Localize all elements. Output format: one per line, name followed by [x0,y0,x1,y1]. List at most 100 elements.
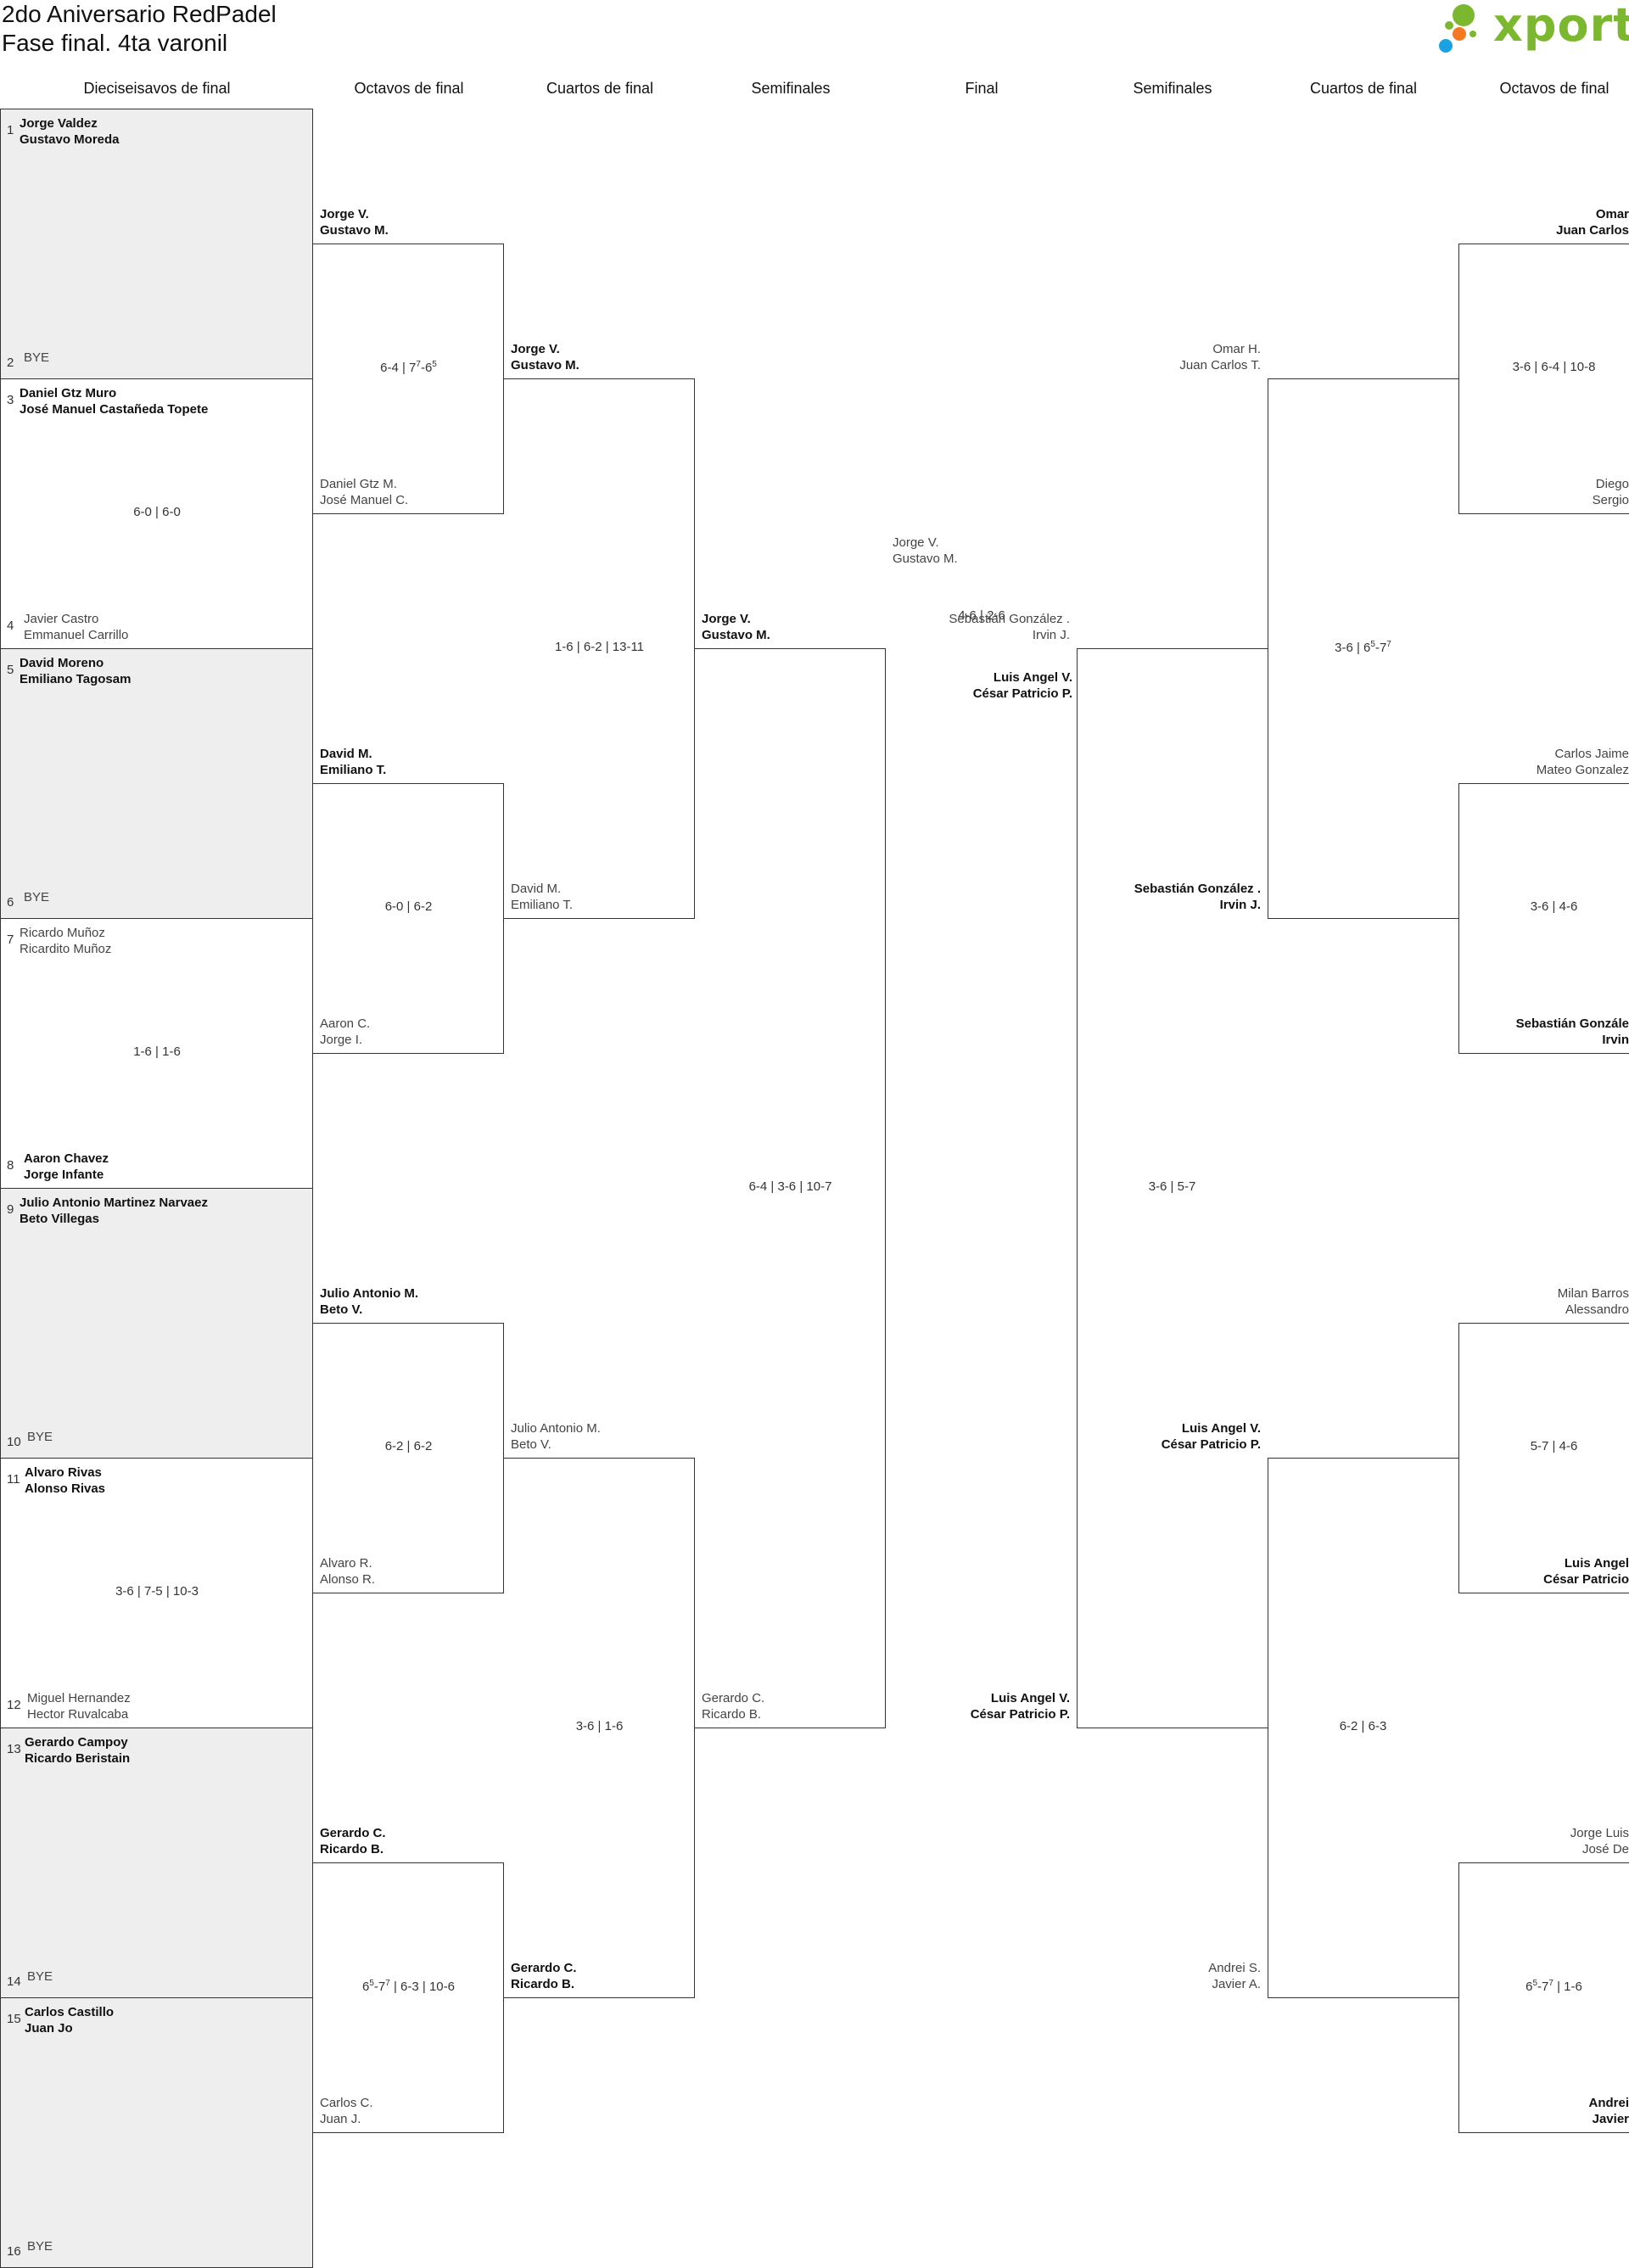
bracket-connector [313,244,504,514]
team-pair: Aaron C.Jorge I. [320,1016,507,1048]
team-pair: Luis Angel V.César Patricio P. [890,1690,1070,1722]
player-name: José De [1449,1841,1629,1857]
player-name: César Patricio P. [890,1706,1070,1722]
player-name: César Patricio P. [886,686,1072,702]
seed-number: 13 [7,1742,21,1756]
player-name: Julio Antonio M. [320,1285,507,1302]
player-name: Jorge V. [320,206,507,222]
player-name: Julio Antonio M. [511,1420,697,1436]
player-name: Irvin J. [1081,897,1261,913]
player-name: Emiliano Tagosam [20,671,299,687]
match-box [0,1728,313,1998]
xporty-logo: xporty [1434,2,1629,59]
bracket-connector [1458,1862,1629,2133]
seed-number: 12 [7,1698,21,1712]
match-score: 3-6 | 7-5 | 10-3 [64,1584,250,1599]
seed-number: 6 [7,895,14,910]
team-pair: Sebastián González .Irvin J. [890,611,1070,643]
team-pair: Luis Angel V.César Patricio P. [886,669,1072,702]
match-score: 6-4 | 3-6 | 10-7 [697,1179,884,1194]
player-name: Javier Castro [24,611,304,627]
match-box [0,648,313,919]
player-name: Aaron Chavez [24,1151,304,1167]
player-name: Omar H. [1081,341,1261,357]
player-name: Jorge I. [320,1032,507,1048]
player-name: Sebastián González . [890,611,1070,627]
player-name: Gerardo C. [320,1825,507,1841]
player-name: Ricardo B. [320,1841,507,1857]
seed-number: 5 [7,663,14,677]
team-pair: Omar H.Juan Carlos T. [1081,341,1261,373]
bracket-connector [1458,244,1629,514]
player-name: Juan J. [320,2111,507,2127]
match-score: 6-0 | 6-2 [316,899,502,914]
player-name: Juan Carlos T. [1081,357,1261,373]
bye-label: BYE [24,889,49,905]
match-score: 3-6 | 65-77 [1270,640,1457,655]
seed-number: 4 [7,619,14,633]
player-name: Ricardo Beristain [25,1750,305,1767]
bye-label: BYE [24,350,49,366]
player-name: Gustavo M. [320,222,507,238]
player-name: Emiliano T. [320,762,507,778]
player-name: Daniel Gtz M. [320,476,507,492]
player-name: Jorge V. [702,611,888,627]
player-name: Alonso Rivas [25,1481,305,1497]
player-name: Andrei S. [1081,1960,1261,1976]
player-name: Carlos Castillo [25,2004,305,2020]
team-pair: David M.Emiliano T. [511,881,697,913]
player-name: Luis Angel V. [890,1690,1070,1706]
player-name: Javier [1449,2111,1629,2127]
player-name: Alessandro [1449,1302,1629,1318]
team-pair: Julio Antonio M.Beto V. [511,1420,697,1453]
seed-number: 16 [7,2244,21,2259]
player-name: Luis Angel [1449,1555,1629,1571]
match-score: 6-2 | 6-3 [1270,1719,1457,1733]
player-name: Gustavo M. [893,551,1062,567]
team-pair: Gerardo C.Ricardo B. [702,1690,888,1722]
seed-number: 7 [7,932,14,947]
player-name: David M. [320,746,507,762]
player-name: Andrei [1449,2095,1629,2111]
match-score: 3-6 | 4-6 [1461,899,1629,914]
player-name: Jorge Infante [24,1167,304,1183]
player-name: Irvin J. [890,627,1070,643]
match-score: 6-4 | 77-65 [316,360,502,375]
seed-number: 15 [7,2012,21,2026]
team-pair: Daniel Gtz M.José Manuel C. [320,476,507,508]
player-name: Gustavo M. [702,627,888,643]
player-name: Omar [1449,206,1629,222]
match-score: 5-7 | 4-6 [1461,1439,1629,1453]
bye-label: BYE [27,1429,53,1445]
player-name: Luis Angel V. [1081,1420,1261,1436]
seed-number: 11 [7,1472,20,1487]
player-name: Mateo Gonzalez [1449,762,1629,778]
player-name: Milan Barros [1449,1285,1629,1302]
player-name: Hector Ruvalcaba [27,1706,307,1722]
player-name: Gerardo C. [511,1960,697,1976]
bracket-connector [1458,783,1629,1054]
player-name: Sebastián González . [1081,881,1261,897]
match-score: 65-77 | 1-6 [1461,1979,1629,1994]
player-name: Ricardo B. [511,1976,697,1992]
player-name: Jorge V. [511,341,697,357]
player-name: Emmanuel Carrillo [24,627,304,643]
team-pair: Gerardo C.Ricardo B. [511,1960,697,1992]
team-pair: Luis Angel V.César Patricio P. [1081,1420,1261,1453]
bracket-connector [1458,1323,1629,1593]
player-name: Alvaro Rivas [25,1464,305,1481]
match-score: 6-0 | 6-0 [64,505,250,519]
team-pair: Gerardo C.Ricardo B. [320,1825,507,1857]
